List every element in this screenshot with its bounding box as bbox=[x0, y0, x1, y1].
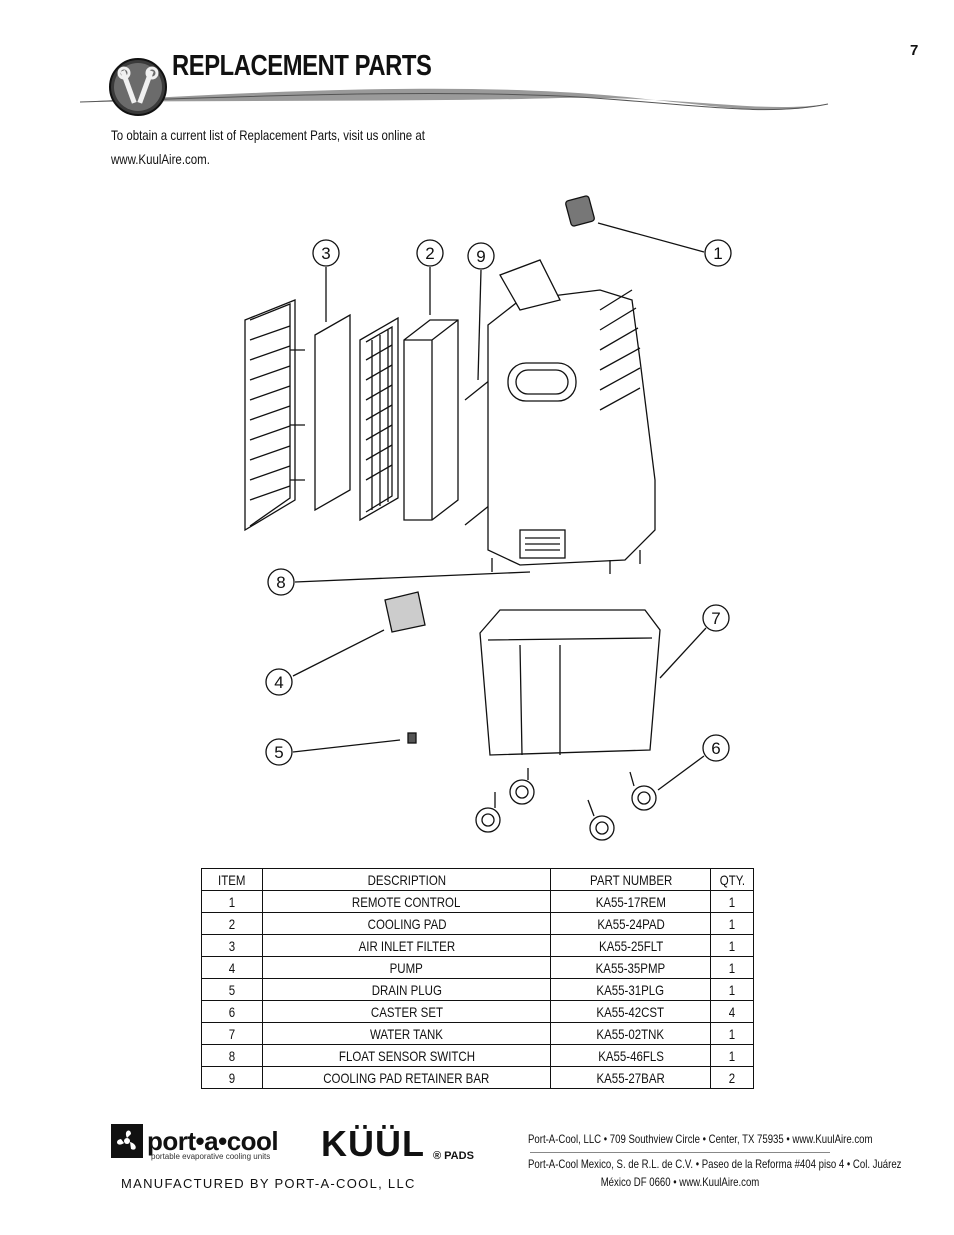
portacool-logo: port•a•cool bbox=[111, 1124, 279, 1158]
portacool-tagline: portable evaporative cooling units bbox=[151, 1152, 271, 1161]
table-row: 4 PUMP KA55-35PMP 1 bbox=[201, 956, 754, 979]
header-description: DESCRIPTION bbox=[261, 868, 552, 891]
table-row: 1 REMOTE CONTROL KA55-17REM 1 bbox=[201, 890, 754, 913]
table-row: 2 COOLING PAD KA55-24PAD 1 bbox=[201, 912, 754, 935]
cell-part-number: KA55-35PMP bbox=[550, 956, 712, 979]
footer-divider bbox=[530, 1152, 830, 1153]
cooler-body bbox=[487, 259, 656, 574]
svg-text:3: 3 bbox=[321, 244, 330, 263]
page-title: REPLACEMENT PARTS bbox=[172, 50, 432, 82]
callout-6: 6 bbox=[657, 734, 730, 791]
cell-part-number: KA55-25FLT bbox=[550, 934, 712, 957]
svg-text:9: 9 bbox=[476, 247, 485, 266]
cooling-pad bbox=[403, 319, 459, 521]
svg-text:4: 4 bbox=[274, 673, 283, 692]
callout-7: 7 bbox=[659, 604, 730, 679]
cell-part-number: KA55-17REM bbox=[550, 890, 712, 913]
table-header-row: ITEM DESCRIPTION PART NUMBER QTY. bbox=[201, 868, 754, 891]
cell-part-number: KA55-27BAR bbox=[550, 1066, 712, 1089]
cell-item: 3 bbox=[201, 934, 263, 957]
cell-qty: 1 bbox=[710, 978, 754, 1001]
cell-item: 2 bbox=[201, 912, 263, 935]
parts-table: ITEM DESCRIPTION PART NUMBER QTY. 1 REMO… bbox=[201, 868, 754, 1089]
cell-description: REMOTE CONTROL bbox=[261, 890, 552, 913]
callout-1: 1 bbox=[597, 222, 732, 267]
water-tank bbox=[479, 609, 661, 756]
callout-8: 8 bbox=[267, 568, 531, 596]
pump bbox=[384, 591, 426, 633]
fan-icon bbox=[111, 1124, 143, 1158]
callout-9: 9 bbox=[467, 242, 495, 381]
callout-4: 4 bbox=[265, 629, 385, 696]
remote-control bbox=[565, 195, 595, 227]
cell-part-number: KA55-42CST bbox=[550, 1000, 712, 1023]
cell-qty: 1 bbox=[710, 1022, 754, 1045]
header-swoosh bbox=[79, 58, 829, 116]
manufactured-by: MANUFACTURED BY PORT-A-COOL, LLC bbox=[121, 1176, 416, 1191]
address-mx-line-1: Port-A-Cool Mexico, S. de R.L. de C.V. •… bbox=[528, 1157, 902, 1171]
cell-item: 4 bbox=[201, 956, 263, 979]
cell-item: 8 bbox=[201, 1044, 263, 1067]
footer-addresses: Port-A-Cool, LLC • 709 Southview Circle … bbox=[490, 1132, 902, 1189]
callout-3: 3 bbox=[312, 239, 340, 322]
table-row: 8 FLOAT SENSOR SWITCH KA55-46FLS 1 bbox=[201, 1044, 754, 1067]
parts-diagram: 1 2 3 4 5 6 7 8 9 bbox=[244, 195, 732, 841]
header-item: ITEM bbox=[201, 868, 263, 891]
cell-description: AIR INLET FILTER bbox=[261, 934, 552, 957]
cell-item: 1 bbox=[201, 890, 263, 913]
cell-qty: 1 bbox=[710, 912, 754, 935]
cell-item: 5 bbox=[201, 978, 263, 1001]
caster-set bbox=[475, 768, 657, 841]
callout-2: 2 bbox=[416, 239, 444, 315]
svg-text:2: 2 bbox=[425, 244, 434, 263]
pad-grid-frame bbox=[359, 316, 399, 522]
address-mx-line-2: México DF 0660 • www.KuulAire.com bbox=[600, 1175, 760, 1189]
table-row: 9 COOLING PAD RETAINER BAR KA55-27BAR 2 bbox=[201, 1066, 754, 1089]
air-inlet-filter bbox=[314, 313, 351, 512]
footer-brands: port•a•cool portable evaporative cooling… bbox=[111, 1124, 486, 1194]
cell-part-number: KA55-46FLS bbox=[550, 1044, 712, 1067]
tools-icon bbox=[109, 58, 167, 116]
cell-description: CASTER SET bbox=[261, 1000, 552, 1023]
cell-qty: 1 bbox=[710, 956, 754, 979]
cell-description: COOLING PAD RETAINER BAR bbox=[261, 1066, 552, 1089]
svg-text:1: 1 bbox=[713, 244, 722, 263]
cell-part-number: KA55-31PLG bbox=[550, 978, 712, 1001]
retainer-bars bbox=[464, 379, 491, 526]
svg-text:7: 7 bbox=[711, 609, 720, 628]
cell-qty: 1 bbox=[710, 934, 754, 957]
kuul-pads: ® PADS bbox=[433, 1150, 474, 1162]
table-row: 6 CASTER SET KA55-42CST 4 bbox=[201, 1000, 754, 1023]
air-inlet-grille bbox=[244, 299, 305, 532]
cell-description: DRAIN PLUG bbox=[261, 978, 552, 1001]
cell-part-number: KA55-24PAD bbox=[550, 912, 712, 935]
cell-qty: 2 bbox=[710, 1066, 754, 1089]
cell-qty: 1 bbox=[710, 890, 754, 913]
drain-plug bbox=[407, 732, 417, 744]
table-row: 7 WATER TANK KA55-02TNK 1 bbox=[201, 1022, 754, 1045]
cell-item: 9 bbox=[201, 1066, 263, 1089]
table-row: 5 DRAIN PLUG KA55-31PLG 1 bbox=[201, 978, 754, 1001]
cell-description: PUMP bbox=[261, 956, 552, 979]
kuul-logo: KÜÜL bbox=[321, 1123, 425, 1164]
header-qty: QTY. bbox=[710, 868, 754, 891]
cell-item: 7 bbox=[201, 1022, 263, 1045]
callout-5: 5 bbox=[265, 738, 401, 766]
svg-text:6: 6 bbox=[711, 739, 720, 758]
cell-description: COOLING PAD bbox=[261, 912, 552, 935]
portacool-name: port•a•cool bbox=[147, 1126, 279, 1156]
cell-description: WATER TANK bbox=[261, 1022, 552, 1045]
svg-text:8: 8 bbox=[276, 573, 285, 592]
svg-text:5: 5 bbox=[274, 743, 283, 762]
table-row: 3 AIR INLET FILTER KA55-25FLT 1 bbox=[201, 934, 754, 957]
header-part-number: PART NUMBER bbox=[550, 868, 712, 891]
cell-qty: 4 bbox=[710, 1000, 754, 1023]
page-number: 7 bbox=[910, 42, 919, 59]
intro-text: To obtain a current list of Replacement … bbox=[111, 127, 425, 167]
cell-item: 6 bbox=[201, 1000, 263, 1023]
address-us: Port-A-Cool, LLC • 709 Southview Circle … bbox=[528, 1132, 873, 1146]
cell-qty: 1 bbox=[710, 1044, 754, 1067]
cell-part-number: KA55-02TNK bbox=[550, 1022, 712, 1045]
cell-description: FLOAT SENSOR SWITCH bbox=[261, 1044, 552, 1067]
